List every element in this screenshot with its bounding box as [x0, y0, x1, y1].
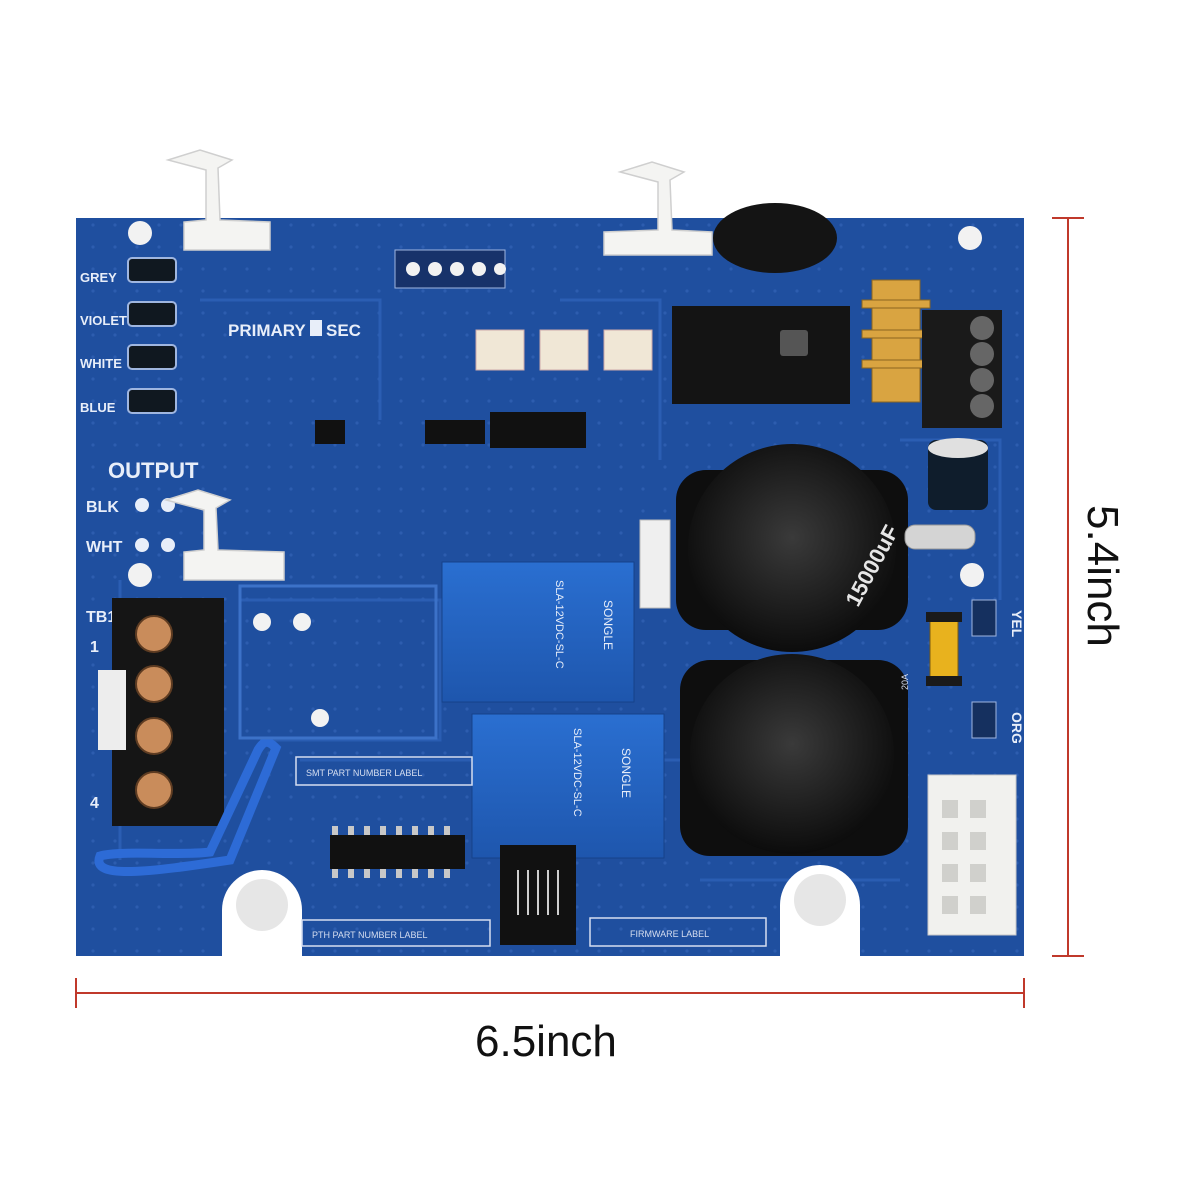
firmware-label-area: FIRMWARE LABEL: [630, 929, 709, 939]
tb1-pin-last: 4: [90, 795, 99, 812]
rj-connector: [500, 845, 576, 945]
fuse: 20A: [900, 612, 962, 690]
output-wht-label: WHT: [86, 539, 123, 556]
output-blk-label: BLK: [86, 499, 119, 516]
relay-2: SONGLE SLA-12VDC-SL-C: [471, 713, 665, 859]
label-areas: SMT PART NUMBER LABEL PTH PART NUMBER LA…: [295, 756, 767, 947]
fuse-rating: 20A: [900, 674, 910, 690]
circuit-board: GREY VIOLET WHITE BLUE PRIMARY SEC OUTPU…: [76, 149, 1025, 956]
relay-1: SONGLE SLA-12VDC-SL-C: [441, 561, 635, 703]
right-connector-org: ORG: [1009, 712, 1025, 744]
wire-label-blue: BLUE: [80, 400, 116, 415]
blue-wire-loop: [94, 737, 282, 877]
power-resistor: [904, 524, 976, 550]
jumper-violet: [127, 301, 177, 327]
wire-label-white: WHITE: [80, 356, 122, 371]
power-relay-top: [672, 306, 850, 404]
bulk-capacitor-2: [680, 654, 908, 856]
mounting-holes: [128, 221, 984, 956]
jumper-white: [127, 344, 177, 370]
relay-1-brand: SONGLE: [601, 600, 615, 650]
tb1-pin-first: 1: [90, 639, 99, 656]
relay-connector: [639, 519, 671, 609]
width-label: 6.5inch: [475, 1017, 617, 1066]
jumper-grey: [127, 257, 177, 283]
dimension-height: 5.4inch: [1052, 217, 1127, 957]
wire-label-violet: VIOLET: [80, 313, 127, 328]
primary-label: PRIMARY: [228, 321, 306, 340]
small-capacitor: [928, 438, 988, 510]
height-label: 5.4inch: [1078, 505, 1127, 647]
pth-label-area: PTH PART NUMBER LABEL: [312, 930, 428, 940]
output-label: OUTPUT: [108, 458, 199, 483]
heatsink: [861, 279, 931, 403]
terminal-block-right: [922, 310, 1002, 428]
header-connector-j1: [394, 249, 506, 289]
sec-label: SEC: [326, 321, 361, 340]
heatsink-pad: [238, 584, 438, 740]
plastic-standoffs: [163, 149, 713, 581]
wire-jumper-group: GREY VIOLET WHITE BLUE: [80, 257, 177, 415]
right-connector-yel: YEL: [1009, 610, 1025, 638]
bulk-capacitor-1: 15000uF: [676, 444, 908, 652]
terminal-block-tb1: TB1 1 4: [86, 598, 224, 826]
dimension-width: 6.5inch: [75, 978, 1025, 1066]
relay-1-model: SLA-12VDC-SL-C: [553, 580, 565, 669]
relay-2-brand: SONGLE: [619, 748, 633, 798]
molex-connector: [927, 774, 1017, 936]
jumper-blue: [127, 388, 177, 414]
integrated-circuits: [315, 412, 586, 869]
relay-2-model: SLA-12VDC-SL-C: [571, 728, 583, 817]
optocouplers: [475, 329, 653, 371]
wire-label-grey: GREY: [80, 270, 117, 285]
tb1-label: TB1: [86, 609, 116, 626]
thermistor: [713, 203, 837, 273]
smt-label-area: SMT PART NUMBER LABEL: [306, 768, 422, 778]
